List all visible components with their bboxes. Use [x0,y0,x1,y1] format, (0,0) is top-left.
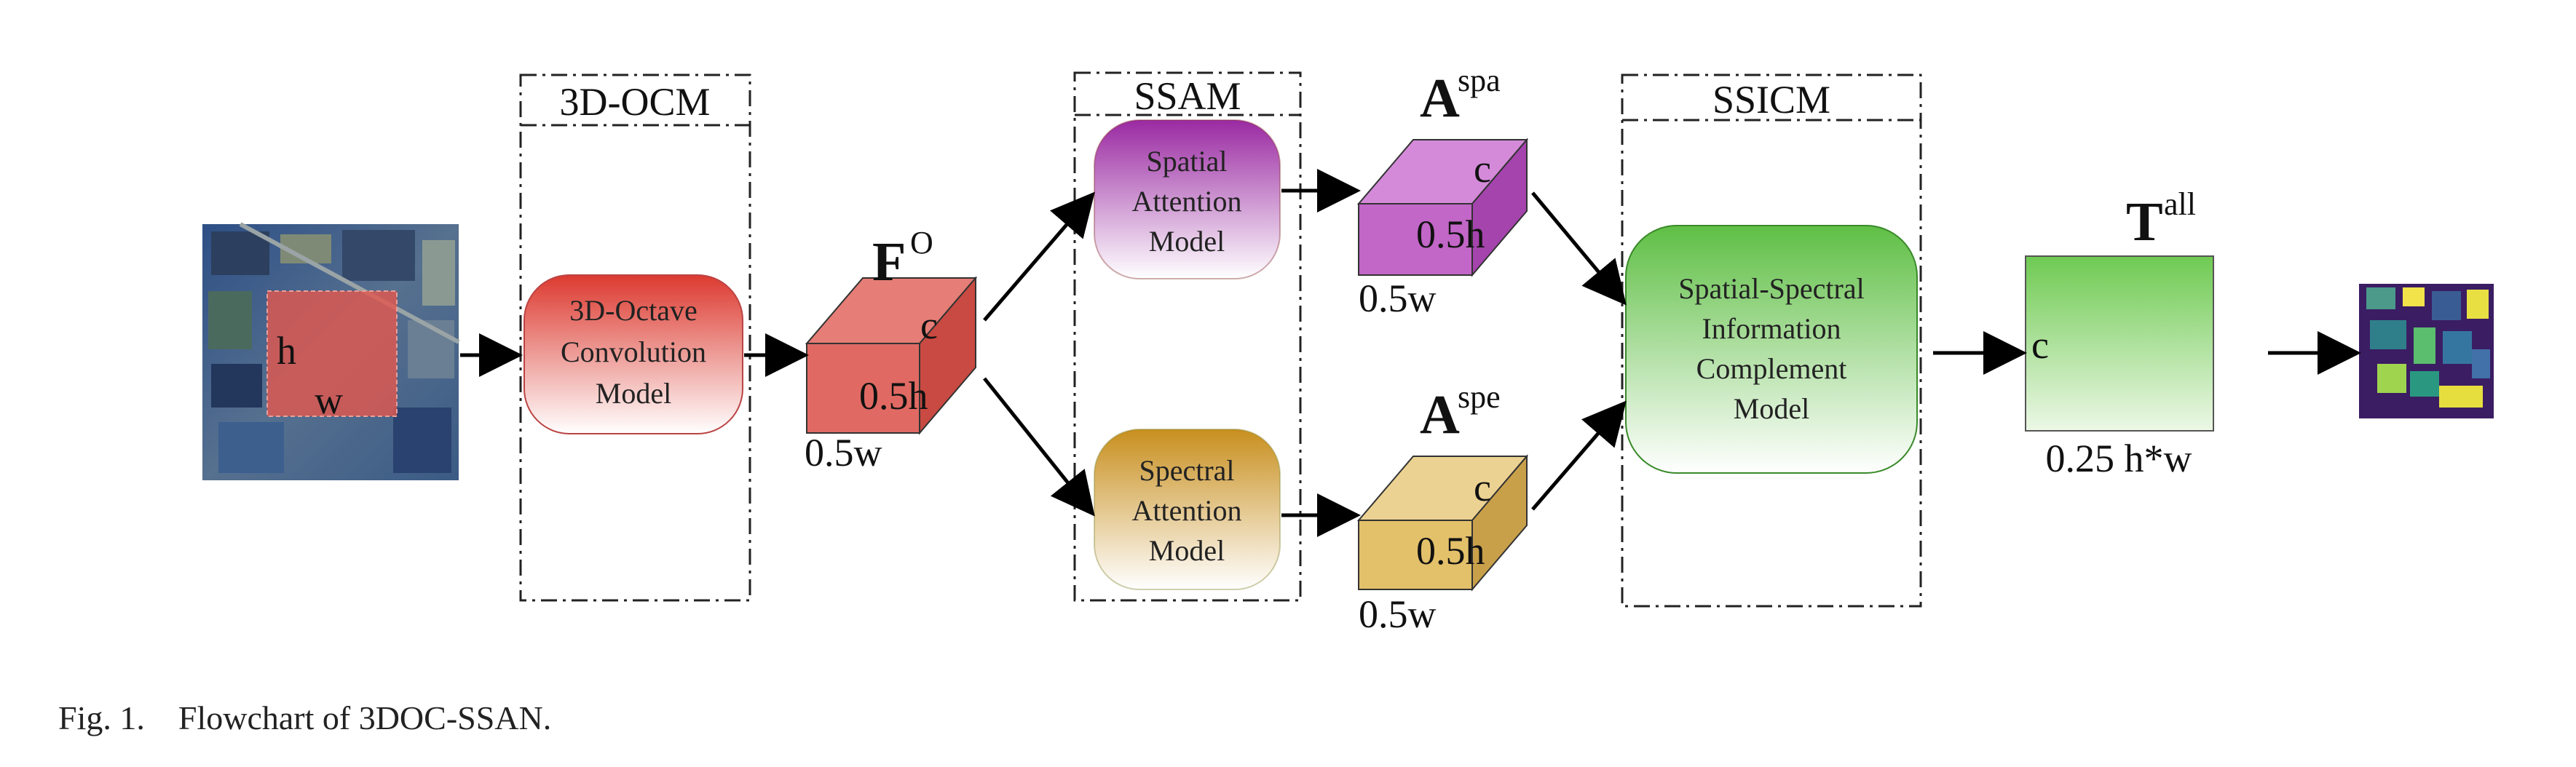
ssicm-container [1621,73,1922,608]
ocm-line-2: Convolution [561,335,706,368]
spatial-line-3: Model [1149,225,1225,258]
arrow-aspe-to-ssicm [1531,400,1627,511]
fo-feature-cube [805,276,978,435]
flow-arrows [460,169,2361,537]
ssicm-module [1625,225,1918,474]
ssicm-line-2: Information [1702,312,1841,345]
arrow-fo-to-spectral [983,377,1095,517]
classification-map-icon [2359,284,2494,418]
fo-h-label: 0.5h [859,374,928,418]
tall-size-label: 0.25 h*w [2046,437,2192,480]
aspe-h-label: 0.5h [1416,529,1485,573]
fo-label-main: F [872,231,906,293]
aspe-label-main: A [1420,384,1460,445]
tall-label-main: T [2126,191,2163,253]
tall-feature-block [2025,255,2214,432]
satellite-image-icon [202,222,460,480]
ocm-title: 3D-OCM [559,80,710,124]
ssicm-line-1: Spatial-Spectral [1678,272,1864,305]
aspe-w-label: 0.5w [1359,592,1437,636]
arrow-aspa-to-ssicm [1531,191,1627,306]
tall-c-label: c [2031,323,2049,367]
arrow-fo-to-spatial [983,191,1095,322]
ocm-line-3: Model [596,377,671,410]
spectral-line-3: Model [1149,534,1225,567]
ssicm-line-4: Model [1734,392,1809,425]
spectral-line-2: Attention [1131,494,1241,527]
fo-c-label: c [920,303,938,347]
aspe-label-sup: spe [1458,379,1501,415]
input-h-label: h [277,329,296,373]
ssicm-title: SSICM [1712,78,1830,122]
input-w-label: w [315,378,343,422]
ocm-line-1: 3D-Octave [569,294,697,327]
aspa-c-label: c [1474,147,1491,191]
fo-w-label: 0.5w [805,431,882,474]
ssicm-line-3: Complement [1696,352,1847,385]
ocm-module [524,274,743,434]
tall-label-sup: all [2164,186,2196,222]
ssam-container [1073,71,1302,602]
aspa-feature-cube [1356,138,1529,277]
aspa-h-label: 0.5h [1416,212,1485,256]
spatial-line-1: Spatial [1146,145,1227,178]
aspa-w-label: 0.5w [1359,277,1437,320]
ssam-title: SSAM [1134,74,1241,118]
fo-label-sup: O [910,225,933,261]
aspa-label-main: A [1420,68,1460,129]
aspe-c-label: c [1474,466,1491,509]
aspa-label-sup: spa [1458,63,1501,98]
aspe-feature-cube [1356,454,1529,592]
spatial-line-2: Attention [1131,185,1241,218]
figure-caption: Fig. 1. Flowchart of 3DOC-SSAN. [58,699,552,736]
spectral-line-1: Spectral [1139,454,1234,487]
